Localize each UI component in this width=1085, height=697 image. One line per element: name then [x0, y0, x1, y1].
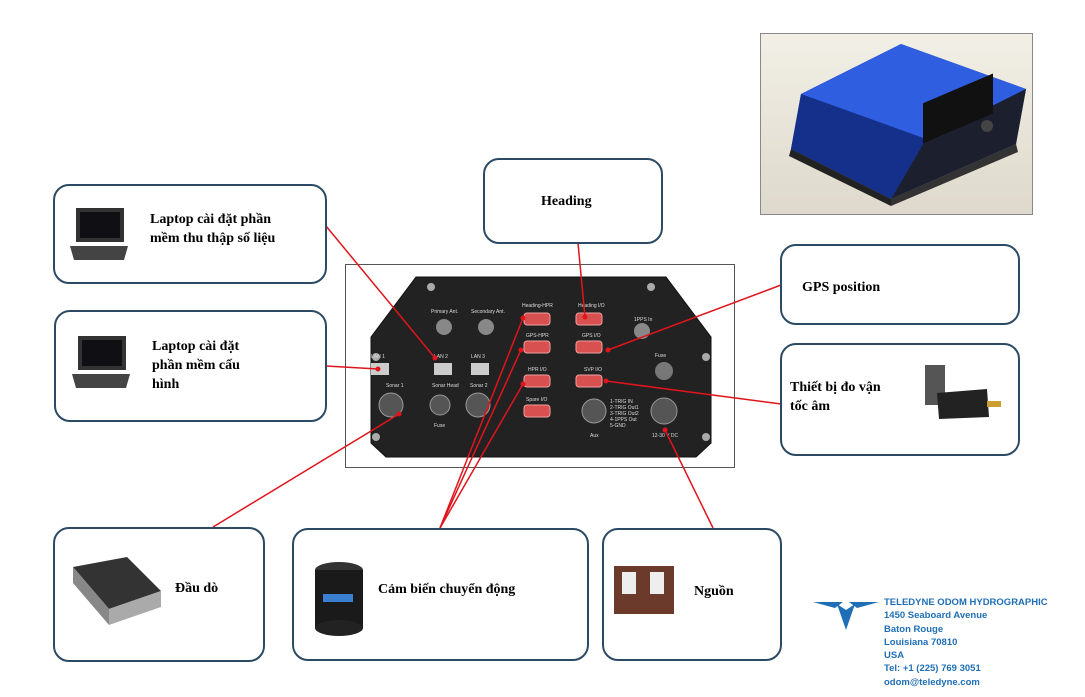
laptop-config-label: Laptop cài đặt phần mềm cấu hình	[152, 339, 240, 392]
port-spare-io: Spare I/O	[526, 397, 548, 403]
transducer-label: Đầu dò	[175, 581, 219, 596]
laptop-icon	[68, 206, 130, 262]
port-heading-hpr: Heading-HPR	[522, 303, 553, 309]
company-info: TELEDYNE ODOM HYDROGRAPHIC 1450 Seaboard…	[884, 596, 1048, 689]
svp-sensor-icon	[917, 363, 1007, 433]
gps-label: GPS position	[802, 280, 881, 295]
laptop-config-box: Laptop cài đặt phần mềm cấu hình	[54, 310, 327, 422]
svp-label: Thiết bị đo vận tốc âm	[790, 380, 881, 414]
port-lan1: LAN 1	[371, 354, 385, 360]
power-label: Nguồn	[694, 584, 734, 599]
device-photo	[760, 33, 1033, 215]
motion-sensor-label: Cảm biến chuyển động	[378, 582, 516, 597]
aux-pin: 3-TRIG Out2	[610, 411, 639, 417]
motion-sensor-box: Cảm biến chuyển động	[292, 528, 589, 661]
transducer-box: Đầu dò	[53, 527, 265, 662]
aux-pin: 5-GND	[610, 423, 626, 429]
heading-label: Heading	[541, 194, 592, 209]
port-fuse-left: Fuse	[434, 423, 445, 429]
transducer-icon	[69, 551, 165, 637]
port-1pps-in: 1PPS In	[634, 317, 653, 323]
company-state: Louisiana 70810	[884, 636, 958, 648]
teledyne-logo	[813, 594, 879, 632]
company-tel: Tel: +1 (225) 769 3051	[884, 663, 981, 675]
laptop-acquisition-box: Laptop cài đặt phần mềm thu thập số liệu	[53, 184, 327, 284]
power-box: Nguồn	[602, 528, 782, 661]
company-address: 1450 Seaboard Avenue	[884, 610, 988, 622]
port-lan3: LAN 3	[471, 354, 485, 360]
company-city: Baton Rouge	[884, 623, 944, 635]
port-heading-io: Heading I/O	[578, 303, 605, 309]
company-name: TELEDYNE ODOM HYDROGRAPHIC	[884, 597, 1048, 608]
port-lan2: LAN 2	[434, 354, 448, 360]
heading-box: Heading	[483, 158, 663, 244]
port-secondary-ant: Secondary Ant.	[471, 309, 505, 315]
port-fuse-right: Fuse	[655, 353, 666, 359]
panel-drawing: Primary Ant. Secondary Ant. LAN 1 LAN 2 …	[345, 264, 735, 468]
port-sonar2: Sonar 2	[470, 383, 488, 389]
power-battery-icon	[612, 562, 676, 616]
company-country: USA	[884, 650, 905, 662]
port-primary-ant: Primary Ant.	[431, 309, 458, 315]
aux-pin: 4-1PPS Out	[610, 417, 637, 423]
port-aux: Aux	[590, 433, 599, 439]
aux-pin: 2-TRIG Out1	[610, 405, 639, 411]
svp-box: Thiết bị đo vận tốc âm	[780, 343, 1020, 456]
motion-sensor-icon	[309, 558, 369, 638]
port-power-in: 12-30 V DC	[652, 433, 679, 439]
laptop-icon	[70, 334, 132, 390]
port-gps-hpr: GPS-HPR	[526, 333, 549, 339]
port-sonar1: Sonar 1	[386, 383, 404, 389]
laptop-acquisition-label: Laptop cài đặt phần mềm thu thập số liệu	[150, 212, 276, 246]
port-svp-io: SVP I/O	[584, 367, 602, 373]
port-hpr-io: HPR I/O	[528, 367, 547, 373]
port-gps-io: GPS I/O	[582, 333, 601, 339]
port-sonar-head: Sonar Head	[432, 383, 459, 389]
gps-box: GPS position	[780, 244, 1020, 325]
company-email[interactable]: odom@teledyne.com	[884, 676, 980, 688]
